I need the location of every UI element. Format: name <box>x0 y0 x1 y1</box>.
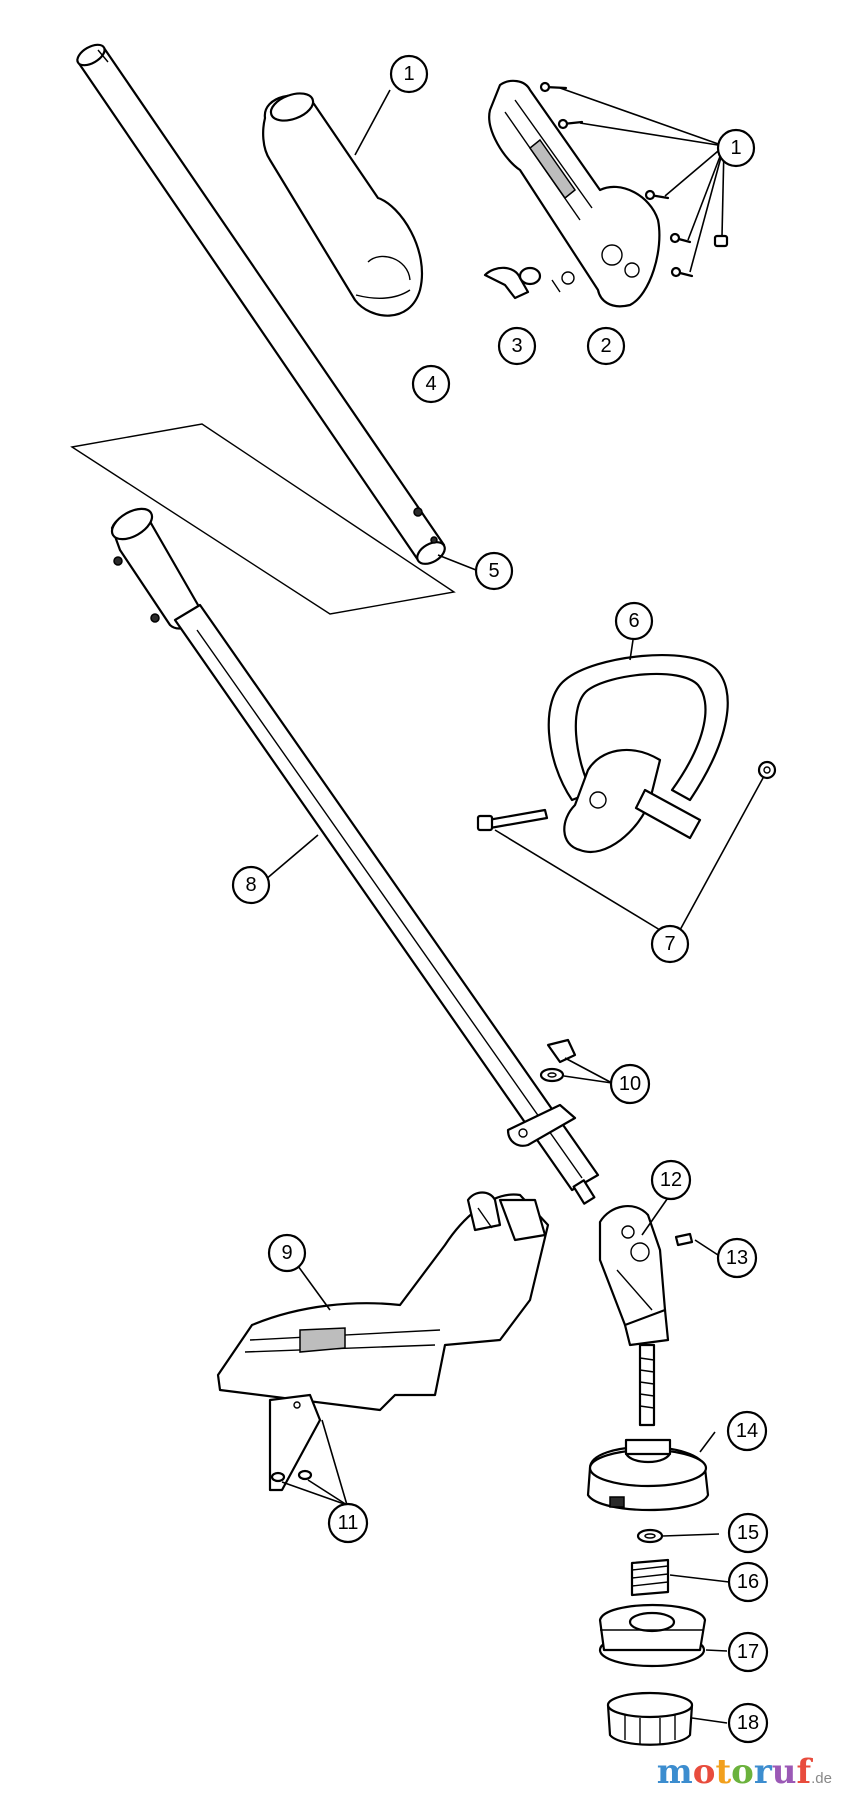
leader-lines <box>264 87 764 1724</box>
callout-7: 7 <box>650 924 690 964</box>
callout-label: 5 <box>488 560 499 582</box>
callout-6: 6 <box>614 601 654 641</box>
callout-label: 7 <box>664 933 675 955</box>
watermark-letter: o <box>731 1752 754 1792</box>
callout-label: 18 <box>737 1712 759 1734</box>
callout-label: 8 <box>245 874 256 896</box>
brand-watermark: motoruf.de <box>657 1752 832 1792</box>
watermark-letter: r <box>753 1752 772 1792</box>
callout-label: 16 <box>737 1571 759 1593</box>
callout-label: 6 <box>628 610 639 632</box>
callout-13: 13 <box>716 1237 758 1279</box>
callout-label: 1 <box>730 137 741 159</box>
bolt-and-nut <box>476 760 777 832</box>
upper-shaft <box>76 43 446 565</box>
inner-reel <box>598 1603 707 1668</box>
spool-housing <box>586 1438 710 1512</box>
handle-grip <box>262 92 423 317</box>
callout-label: 12 <box>660 1169 682 1191</box>
callout-label: 2 <box>600 335 611 357</box>
callout-1-screws: 1 <box>716 128 756 168</box>
callout-4: 4 <box>411 364 451 404</box>
spindle-bolt <box>638 1343 656 1427</box>
spring <box>630 1558 670 1597</box>
decal-outline <box>70 423 456 615</box>
blade-and-screws <box>268 1393 322 1492</box>
watermark-letter: f <box>796 1752 812 1792</box>
watermark-letter: m <box>656 1752 693 1792</box>
debris-shield <box>216 1191 550 1412</box>
watermark-letter: u <box>771 1752 797 1792</box>
callout-14: 14 <box>726 1410 768 1452</box>
callout-11: 11 <box>327 1502 369 1544</box>
callout-label: 10 <box>619 1073 641 1095</box>
callout-18: 18 <box>727 1702 769 1744</box>
callout-1-grip: 1 <box>389 54 429 94</box>
callout-label: 15 <box>737 1522 759 1544</box>
callout-5: 5 <box>474 551 514 591</box>
watermark-domain: .de <box>811 1770 832 1787</box>
wing-nut-and-washer <box>506 1038 577 1147</box>
callout-15: 15 <box>727 1512 769 1554</box>
callout-17: 17 <box>727 1631 769 1673</box>
callout-label: 13 <box>726 1247 748 1269</box>
callout-10: 10 <box>609 1063 651 1105</box>
watermark-letter: o <box>692 1752 716 1792</box>
callout-label: 17 <box>737 1641 759 1663</box>
handle-housing <box>483 79 661 308</box>
callout-16: 16 <box>727 1561 769 1603</box>
callout-2: 2 <box>586 326 626 366</box>
callout-12: 12 <box>650 1159 692 1201</box>
screws-part1 <box>539 81 729 278</box>
callout-8: 8 <box>231 865 271 905</box>
callout-9: 9 <box>267 1233 307 1273</box>
watermark-letter: t <box>715 1752 732 1792</box>
callout-3: 3 <box>497 326 537 366</box>
callout-label: 1 <box>403 63 414 85</box>
lower-shaft <box>173 603 600 1205</box>
callout-label: 4 <box>425 373 436 395</box>
coupler <box>110 507 201 630</box>
callout-label: 14 <box>736 1420 758 1442</box>
gear-head <box>598 1205 694 1347</box>
callout-label: 3 <box>511 335 522 357</box>
callout-label: 11 <box>338 1512 359 1534</box>
bump-knob <box>606 1691 694 1746</box>
callout-label: 9 <box>281 1242 292 1264</box>
loop-handle <box>547 653 729 853</box>
washer-part15 <box>636 1528 664 1544</box>
